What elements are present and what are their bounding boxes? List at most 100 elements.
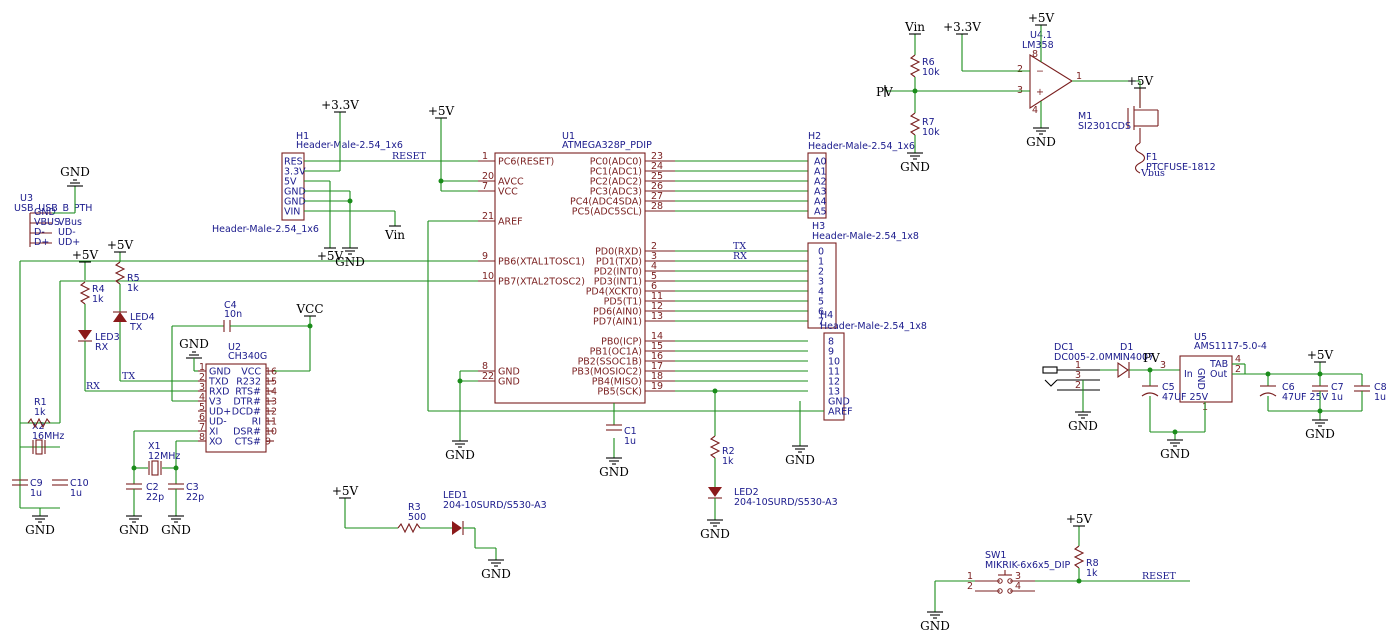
u2-pin-num: 13 bbox=[265, 397, 277, 408]
c7-ref: C7 bbox=[1331, 382, 1344, 393]
x2-ref: X2 bbox=[32, 421, 45, 432]
usb-vbus-label: VBus bbox=[58, 217, 82, 228]
power-rail-label: +5V bbox=[1127, 74, 1154, 88]
u1-value: ATMEGA328P_PDIP bbox=[562, 140, 652, 151]
sw1-value: MIKRIK-6x6x5_DIP bbox=[985, 560, 1071, 571]
u1-pin-name: PD4(XCKT0) bbox=[586, 287, 642, 298]
ground-label: GND bbox=[60, 165, 90, 179]
dc-jack-dc1: DC1 DC005-2.0MM 1 3 2 bbox=[1042, 342, 1121, 412]
u1-pin-name: PC2(ADC2) bbox=[590, 177, 642, 188]
u1-pin-name: PB6(XTAL1TOSC1) bbox=[498, 257, 585, 268]
ground-label: GND bbox=[599, 465, 629, 479]
pv-net-label: PV bbox=[876, 85, 893, 99]
u1-pin-num: 14 bbox=[651, 331, 663, 342]
c5-ref: C5 bbox=[1162, 382, 1175, 393]
led1-power-indicator: R3 500 LED1 204-10SURD/S530-A3 bbox=[344, 490, 547, 560]
r1-value: 1k bbox=[34, 407, 46, 418]
u41-pin1: 1 bbox=[1076, 71, 1082, 82]
u1-body bbox=[494, 152, 646, 404]
u2-pin-name: XI bbox=[209, 427, 218, 438]
u3-ref: U3 bbox=[20, 193, 33, 204]
u1-pin-num: 1 bbox=[482, 151, 488, 162]
u1-pin-num: 12 bbox=[651, 301, 663, 312]
h1-pins-label: GND bbox=[284, 187, 306, 198]
c7-value: 1u bbox=[1331, 392, 1343, 403]
d1-ref: D1 bbox=[1120, 342, 1133, 353]
c4-value: 10n bbox=[224, 309, 242, 320]
h3-ref: H3 bbox=[812, 221, 825, 232]
c2-ref: C2 bbox=[146, 482, 159, 493]
led3-ref: LED3 bbox=[95, 332, 120, 343]
u2-pin-num: 6 bbox=[199, 412, 205, 423]
h3-pins-label: 6 bbox=[818, 307, 824, 318]
f1-value: PTCFUSE-1812 bbox=[1146, 162, 1216, 173]
mosfet-m1: M1 SI2301CDS F1 PTCFUSE-1812 Vbus bbox=[1078, 88, 1216, 179]
header-h4: H4 Header-Male-2.54_1x8 8910111213GNDARE… bbox=[820, 310, 927, 421]
u2-pin-num: 3 bbox=[199, 382, 205, 393]
u1-pin-name: PB1(OC1A) bbox=[590, 347, 642, 358]
ground-label: GND bbox=[179, 337, 209, 351]
r3-value: 500 bbox=[408, 512, 426, 523]
u1-pin-num: 19 bbox=[651, 381, 663, 392]
h1-value: Header-Male-2.54_1x6 bbox=[296, 140, 403, 151]
u2-pin-name: RTS# bbox=[235, 387, 261, 398]
u1-pin-name: PB0(ICP) bbox=[601, 337, 642, 348]
h2-pins-label: A1 bbox=[814, 167, 827, 178]
u2-pin-name: UD- bbox=[209, 417, 227, 428]
u1-pin-num: 4 bbox=[651, 261, 657, 272]
u2-pin-name: RXD bbox=[209, 387, 229, 398]
h4-pins-label: 13 bbox=[828, 387, 840, 398]
u2-pin-num: 8 bbox=[199, 432, 205, 443]
u1-pin-num: 25 bbox=[651, 171, 663, 182]
r7-value: 10k bbox=[922, 127, 940, 138]
dc1-pin3: 3 bbox=[1075, 370, 1081, 381]
r2-value: 1k bbox=[722, 456, 734, 467]
led3-value: RX bbox=[95, 342, 109, 353]
u1-pin-num: 15 bbox=[651, 341, 663, 352]
c3-ref: C3 bbox=[186, 482, 199, 493]
r5-value: 1k bbox=[127, 283, 139, 294]
diode-d1: D1 IN4007 bbox=[1117, 342, 1180, 386]
h1-wires: RESET bbox=[304, 112, 478, 248]
u2-pin-name: UD+ bbox=[209, 407, 231, 418]
power-rail-label: +5V bbox=[1028, 11, 1055, 25]
c6-value: 47UF 25V bbox=[1282, 392, 1329, 403]
vin-label: Vin bbox=[384, 228, 405, 242]
u2-pin-num: 15 bbox=[265, 377, 277, 388]
ground-label: GND bbox=[785, 453, 815, 467]
u1-pin-num: 10 bbox=[482, 271, 494, 282]
pv-divider: R6 10k R7 10k bbox=[909, 34, 940, 153]
x1-ref: X1 bbox=[148, 441, 161, 452]
ground-label: GND bbox=[1160, 447, 1190, 461]
u1-right-pins: 23PC0(ADC0)24PC1(ADC1)25PC2(ADC2)26PC3(A… bbox=[570, 151, 675, 398]
ground-label: GND bbox=[1305, 427, 1335, 441]
usb-ud-plus-label: UD+ bbox=[58, 237, 80, 248]
u3-pin-label: VBUS bbox=[34, 217, 60, 228]
u2-pin-num: 4 bbox=[199, 392, 205, 403]
h2-pins-label: A0 bbox=[814, 157, 827, 168]
u2-pin-num: 12 bbox=[265, 407, 277, 418]
u2-pin-name: CTS# bbox=[235, 437, 261, 448]
h1-ref: H1 bbox=[296, 131, 309, 142]
pv-net-label-supply: PV bbox=[1143, 351, 1160, 365]
u2-pin-name: RI bbox=[252, 417, 261, 428]
ground-label: GND bbox=[900, 160, 930, 174]
u2-pin-name: V3 bbox=[209, 397, 222, 408]
h2-ref: H2 bbox=[808, 131, 821, 142]
u1-pin-num: 17 bbox=[651, 361, 663, 372]
u1-pin-name: PC5(ADC5SCL) bbox=[572, 207, 642, 218]
u41-pin2: 2 bbox=[1017, 64, 1023, 75]
dc1-value: DC005-2.0MM bbox=[1054, 352, 1121, 363]
power-rail-label: +5V bbox=[332, 484, 359, 498]
h2-pins-label: A4 bbox=[814, 197, 827, 208]
u1-ref: U1 bbox=[562, 131, 575, 142]
u1-to-header-wires: TX RX bbox=[675, 160, 808, 436]
sw1-ref: SW1 bbox=[985, 550, 1006, 561]
u3-pin-label: D- bbox=[34, 227, 45, 238]
ground-label: GND bbox=[920, 619, 950, 633]
f1-ref: F1 bbox=[1146, 152, 1158, 163]
h4-pins-label: 9 bbox=[828, 347, 834, 358]
u5-ref: U5 bbox=[1194, 332, 1207, 343]
